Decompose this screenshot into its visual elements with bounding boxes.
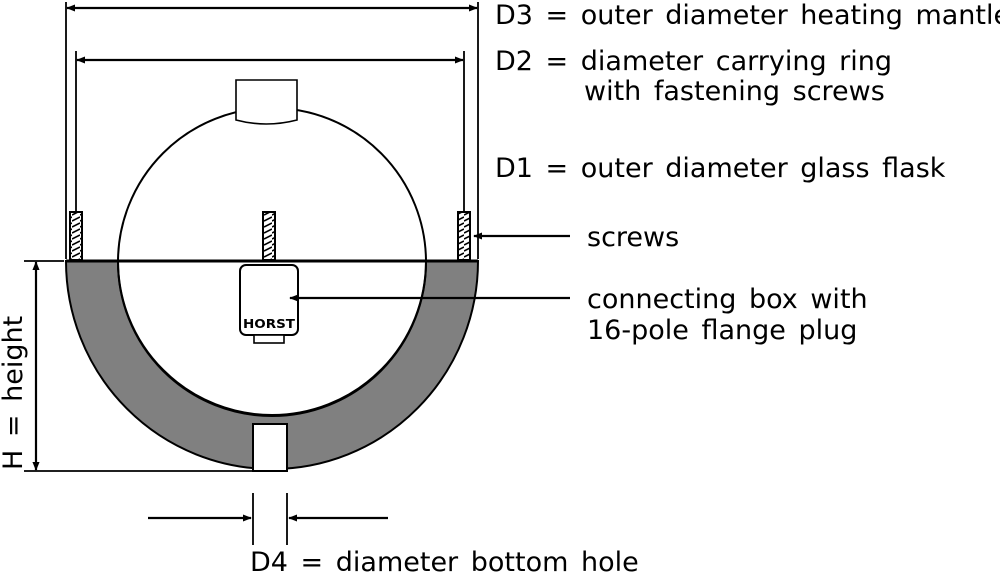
connecting-box-label-line2: 16-pole flange plug <box>587 315 857 346</box>
screws-label: screws <box>587 222 679 253</box>
screw-middle <box>262 211 276 261</box>
d1-label: D1 = outer diameter glass flask <box>495 153 946 184</box>
d3-label: D3 = outer diameter heating mantle <box>495 0 1000 31</box>
bottom-hole <box>252 423 288 472</box>
height-label: H = height <box>0 316 29 470</box>
d2-label-line2: with fastening screws <box>584 76 885 107</box>
brand-logo: HORST <box>243 317 296 331</box>
connecting-box: HORST <box>239 264 299 344</box>
screw-right <box>457 211 471 261</box>
screw-left <box>69 211 83 261</box>
flask-neck <box>235 79 298 125</box>
d4-label: D4 = diameter bottom hole <box>250 547 639 573</box>
d2-label-line1: D2 = diameter carrying ring <box>495 46 892 77</box>
connecting-box-label-line1: connecting box with <box>587 284 868 315</box>
